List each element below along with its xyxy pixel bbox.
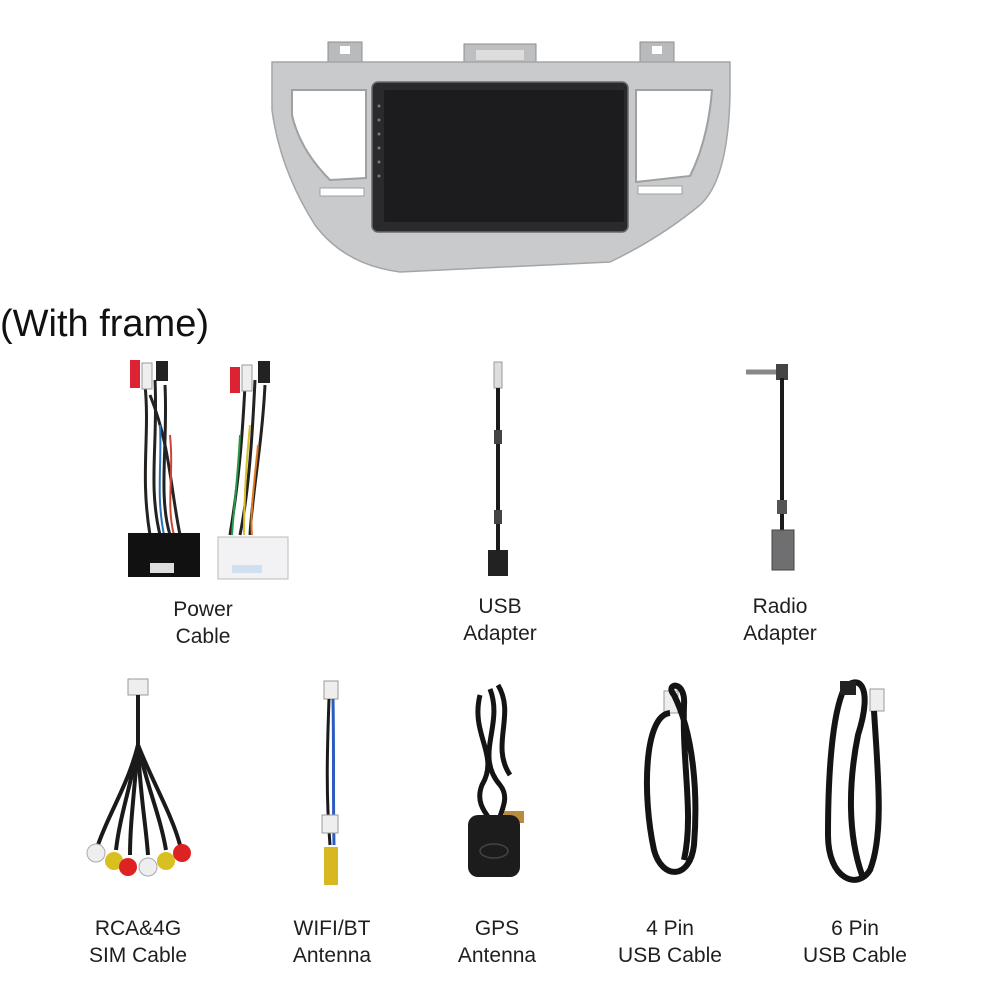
caption-line: USB Cable: [618, 944, 722, 967]
caption-line: GPS: [474, 917, 520, 940]
gps-antenna-image: [468, 683, 524, 877]
caption-line: 4 Pin: [646, 917, 694, 940]
usb-adapter-image: [488, 361, 508, 576]
caption-line: Power: [173, 598, 233, 621]
caption-line: SIM Cable: [88, 944, 188, 967]
right-vent-slot: [637, 185, 683, 195]
power-cable-caption: Power Cable: [118, 596, 288, 650]
rca-4g-sim-cable-caption: RCA&4G SIM Cable: [58, 915, 218, 969]
caption-line: Cable: [175, 625, 231, 648]
caption-line: USB: [478, 595, 522, 618]
caption-line: Adapter: [743, 622, 817, 645]
rca-4g-sim-cable-image: [86, 678, 191, 877]
side-buttons: [377, 104, 381, 178]
gps-antenna-caption: GPS Antenna: [417, 915, 577, 969]
radio-adapter-image: [746, 364, 795, 571]
wifi-bt-antenna-image: [321, 680, 339, 885]
left-vent-opening: [291, 89, 367, 182]
power-cable-image: [128, 360, 289, 580]
head-unit-with-frame-image: [271, 41, 731, 273]
wifi-bt-antenna-caption: WIFI/BT Antenna: [252, 915, 412, 969]
4-pin-usb-cable-caption: 4 Pin USB Cable: [590, 915, 750, 969]
6-pin-usb-cable-caption: 6 Pin USB Cable: [775, 915, 935, 969]
caption-line: Antenna: [457, 944, 537, 967]
right-vent-opening: [635, 89, 714, 184]
frame-caption: (With frame): [0, 303, 209, 345]
4-pin-usb-cable-image: [643, 682, 699, 875]
caption-line: RCA&4G: [94, 917, 182, 940]
screen-display: [384, 90, 624, 222]
caption-line: WIFI/BT: [293, 917, 371, 940]
caption-line: Antenna: [292, 944, 372, 967]
radio-adapter-caption: Radio Adapter: [700, 593, 860, 647]
caption-line: Radio: [752, 595, 808, 618]
caption-line: USB Cable: [803, 944, 907, 967]
left-vent-slot: [319, 187, 365, 197]
caption-line: 6 Pin: [831, 917, 879, 940]
usb-adapter-caption: USB Adapter: [420, 593, 580, 647]
caption-line: Adapter: [463, 622, 537, 645]
6-pin-usb-cable-image: [824, 679, 885, 883]
